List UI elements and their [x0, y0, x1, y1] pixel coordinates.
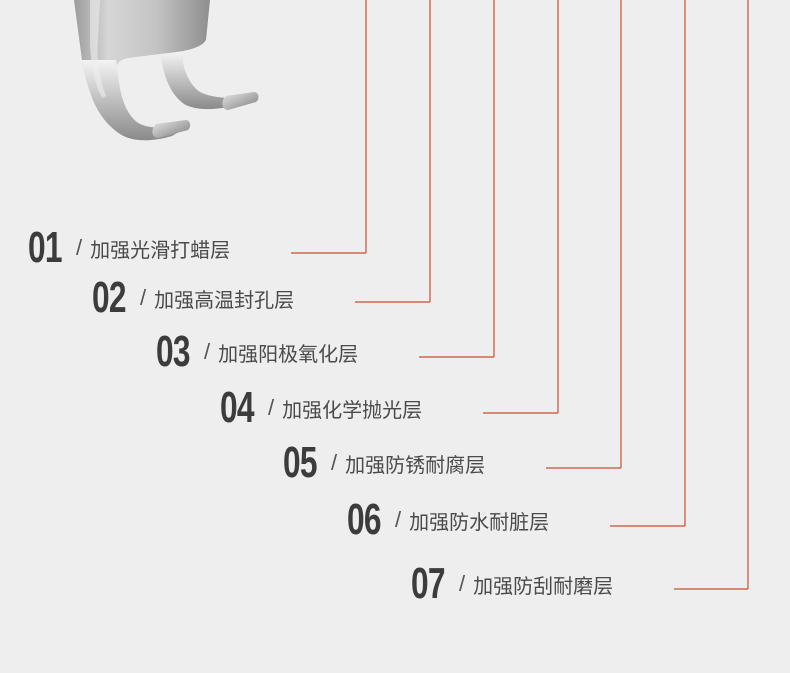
layer-number: 01 [28, 223, 63, 272]
layer-separator: / [395, 507, 402, 532]
layer-separator: / [140, 285, 147, 310]
layer-number: 05 [283, 438, 318, 487]
layer-item-07: 07 / 加强防刮耐磨层 [411, 559, 614, 608]
layer-item-03: 03 / 加强阳极氧化层 [156, 327, 359, 376]
layer-label: 加强高温封孔层 [154, 287, 295, 312]
layer-number: 07 [411, 559, 446, 608]
layer-separator: / [76, 235, 83, 260]
layer-label: 加强防锈耐腐层 [345, 452, 486, 477]
layer-separator: / [268, 395, 275, 420]
aluminum-hook-icon [74, 0, 259, 141]
layer-label: 加强防水耐脏层 [409, 509, 550, 534]
layer-number: 03 [156, 327, 191, 376]
layer-item-01: 01 / 加强光滑打蜡层 [28, 223, 231, 272]
layer-item-02: 02 / 加强高温封孔层 [92, 273, 295, 322]
layer-label: 加强防刮耐磨层 [473, 573, 614, 598]
layer-separator: / [204, 339, 211, 364]
layer-number: 06 [347, 495, 382, 544]
layer-number: 04 [220, 383, 255, 432]
layer-item-06: 06 / 加强防水耐脏层 [347, 495, 550, 544]
layer-separator: / [459, 571, 466, 596]
layer-label: 加强光滑打蜡层 [90, 237, 231, 262]
layer-label: 加强化学抛光层 [282, 397, 423, 422]
layer-number: 02 [92, 273, 127, 322]
layer-separator: / [331, 450, 338, 475]
layer-item-04: 04 / 加强化学抛光层 [220, 383, 423, 432]
layer-label: 加强阳极氧化层 [218, 341, 359, 366]
layer-item-05: 05 / 加强防锈耐腐层 [283, 438, 486, 487]
